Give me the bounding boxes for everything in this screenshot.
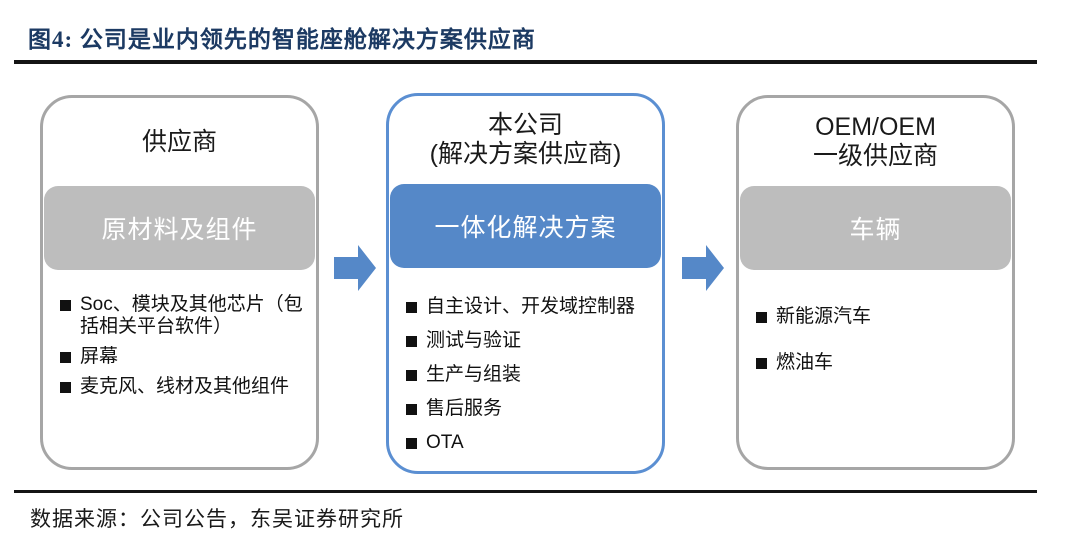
list-item-label: Soc、模块及其他芯片（包括相关平台软件） (80, 294, 303, 337)
list-item: 生产与组装 (404, 364, 654, 386)
list-item-label: 屏幕 (80, 346, 119, 367)
list-item-label: 测试与验证 (426, 330, 522, 351)
node-company-banner: 一体化解决方案 (390, 184, 661, 268)
bullet-square-icon (406, 404, 417, 415)
node-company: 本公司 (解决方案供应商) 一体化解决方案 自主设计、开发域控制器 测试与验证 … (386, 93, 665, 474)
node-oem: OEM/OEM 一级供应商 车辆 新能源汽车 燃油车 (736, 95, 1015, 470)
list-item-label: 新能源汽车 (776, 306, 872, 327)
top-rule (14, 60, 1037, 64)
list-item-label: 生产与组装 (426, 364, 522, 385)
node-suppliers-banner: 原材料及组件 (44, 186, 315, 270)
bullet-square-icon (406, 370, 417, 381)
list-item: Soc、模块及其他芯片（包括相关平台软件） (58, 294, 308, 338)
node-title-line: OEM/OEM (815, 113, 936, 141)
node-subtitle-line: 一级供应商 (812, 142, 938, 170)
node-suppliers: 供应商 原材料及组件 Soc、模块及其他芯片（包括相关平台软件） 屏幕 麦克风、… (40, 95, 319, 470)
bullet-square-icon (756, 358, 767, 369)
list-item: 麦克风、线材及其他组件 (58, 376, 308, 398)
node-oem-list: 新能源汽车 燃油车 (754, 306, 1004, 398)
node-title-line: 本公司 (487, 111, 563, 139)
node-company-list: 自主设计、开发域控制器 测试与验证 生产与组装 售后服务 OTA (404, 296, 654, 466)
list-item: 屏幕 (58, 346, 308, 368)
list-item-label: 售后服务 (426, 398, 503, 419)
node-title-line: 供应商 (141, 127, 217, 156)
bullet-square-icon (406, 336, 417, 347)
bullet-square-icon (406, 438, 417, 449)
data-source-caption: 数据来源：公司公告，东吴证券研究所 (30, 507, 404, 531)
bullet-square-icon (60, 352, 71, 363)
flow-arrow-right-icon (334, 245, 376, 291)
node-oem-banner: 车辆 (740, 186, 1011, 270)
bullet-square-icon (756, 312, 767, 323)
bullet-square-icon (60, 382, 71, 393)
list-item-label: OTA (426, 432, 464, 453)
bottom-rule (14, 490, 1037, 493)
flow-arrow-right-icon (682, 245, 724, 291)
list-item: 自主设计、开发域控制器 (404, 296, 654, 318)
node-suppliers-list: Soc、模块及其他芯片（包括相关平台软件） 屏幕 麦克风、线材及其他组件 (58, 294, 308, 406)
node-oem-title: OEM/OEM 一级供应商 (739, 98, 1012, 186)
bullet-square-icon (406, 302, 417, 313)
node-suppliers-title: 供应商 (43, 98, 316, 186)
list-item: 燃油车 (754, 352, 1004, 374)
node-company-title: 本公司 (解决方案供应商) (389, 96, 662, 184)
bullet-square-icon (60, 300, 71, 311)
list-item: 测试与验证 (404, 330, 654, 352)
list-item: 新能源汽车 (754, 306, 1004, 328)
figure-title: 图4: 公司是业内领先的智能座舱解决方案供应商 (28, 27, 536, 52)
list-item: 售后服务 (404, 398, 654, 420)
list-item-label: 自主设计、开发域控制器 (426, 296, 636, 317)
list-item-label: 燃油车 (776, 352, 834, 373)
node-subtitle-line: (解决方案供应商) (429, 140, 622, 168)
list-item: OTA (404, 432, 654, 454)
list-item-label: 麦克风、线材及其他组件 (80, 376, 290, 397)
